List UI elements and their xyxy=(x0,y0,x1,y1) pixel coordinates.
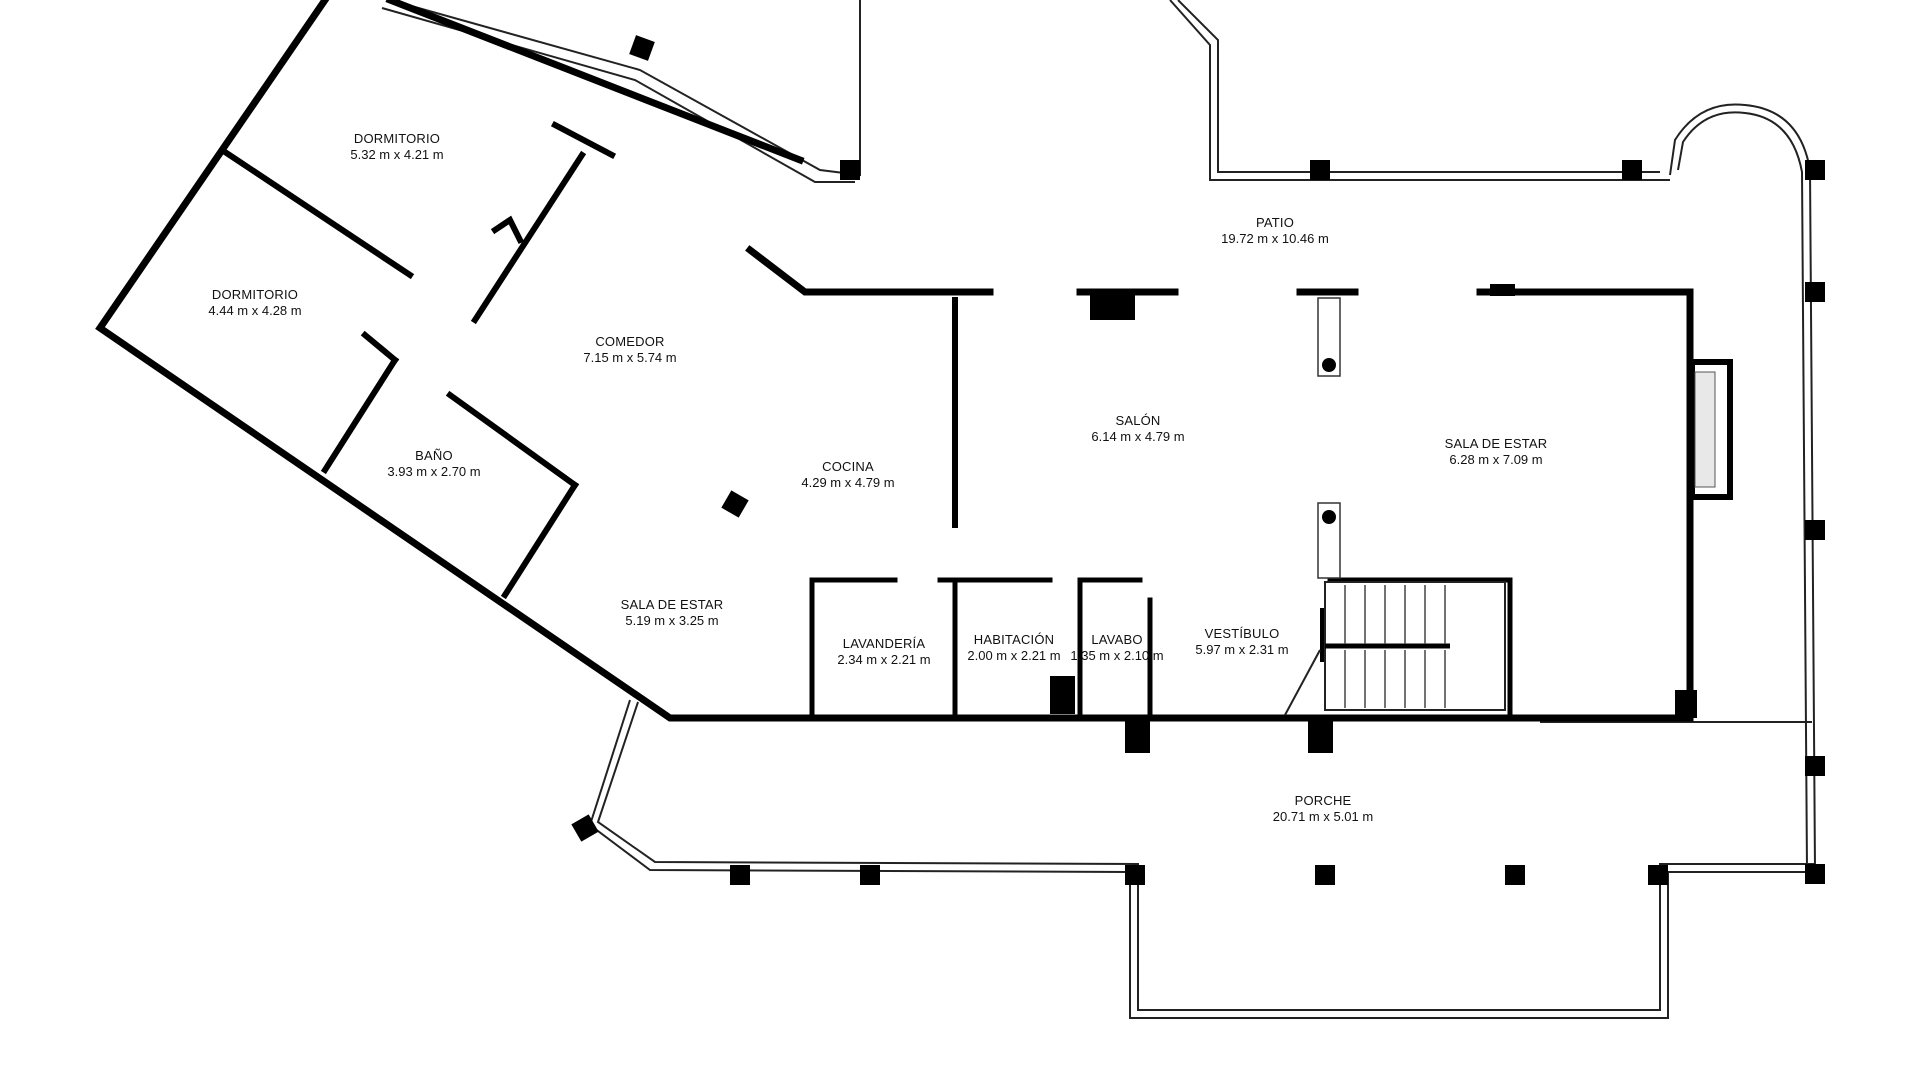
room-dimensions: 3.93 m x 2.70 m xyxy=(387,464,481,479)
room-label-lavabo: LAVABO 1.35 m x 2.10 m xyxy=(1070,632,1163,664)
room-label-salon: SALÓN 6.14 m x 4.79 m xyxy=(1091,413,1184,445)
room-label-cocina: COCINA 4.29 m x 4.79 m xyxy=(801,459,894,491)
room-label-vestibulo: VESTÍBULO 5.97 m x 2.31 m xyxy=(1195,626,1288,658)
room-name: COMEDOR xyxy=(595,334,665,349)
room-dimensions: 6.28 m x 7.09 m xyxy=(1449,452,1543,467)
columns xyxy=(571,35,1825,885)
room-label-porche: PORCHE 20.71 m x 5.01 m xyxy=(1273,793,1373,825)
room-dimensions: 7.15 m x 5.74 m xyxy=(583,350,677,365)
room-name: DORMITORIO xyxy=(211,287,299,302)
room-dimensions: 5.97 m x 2.31 m xyxy=(1195,642,1289,657)
room-name: BAÑO xyxy=(415,448,453,463)
room-dimensions: 6.14 m x 4.79 m xyxy=(1091,429,1185,444)
porch-outline xyxy=(588,699,1815,1019)
room-name: HABITACIÓN xyxy=(973,632,1055,647)
room-dimensions: 5.32 m x 4.21 m xyxy=(350,147,444,162)
room-name: SALA DE ESTAR xyxy=(620,597,724,612)
room-name: COCINA xyxy=(822,459,874,474)
room-dimensions: 19.72 m x 10.46 m xyxy=(1221,231,1329,246)
room-name: LAVANDERÍA xyxy=(842,636,926,651)
room-name: SALA DE ESTAR xyxy=(1444,436,1548,451)
room-dimensions: 20.71 m x 5.01 m xyxy=(1272,809,1374,824)
room-name: SALÓN xyxy=(1115,413,1161,428)
room-label-sala-de-estar-1: SALA DE ESTAR 5.19 m x 3.25 m xyxy=(621,597,724,629)
room-label-dormitorio-1: DORMITORIO 5.32 m x 4.21 m xyxy=(350,131,443,163)
room-label-comedor: COMEDOR 7.15 m x 5.74 m xyxy=(583,334,676,366)
room-dimensions: 1.35 m x 2.10 m xyxy=(1070,648,1164,663)
room-dimensions: 2.00 m x 2.21 m xyxy=(967,648,1061,663)
round-fixtures xyxy=(1317,297,1341,579)
room-dimensions: 2.34 m x 2.21 m xyxy=(837,652,931,667)
room-name: LAVABO xyxy=(1091,632,1143,647)
room-dimensions: 4.29 m x 4.79 m xyxy=(801,475,895,490)
room-name: PORCHE xyxy=(1294,793,1352,808)
interior-walls xyxy=(220,120,1697,718)
room-label-patio: PATIO 19.72 m x 10.46 m xyxy=(1221,215,1329,247)
room-label-lavanderia: LAVANDERÍA 2.34 m x 2.21 m xyxy=(837,636,930,668)
room-name: DORMITORIO xyxy=(353,131,441,146)
room-dimensions: 4.44 m x 4.28 m xyxy=(208,303,302,318)
room-name: PATIO xyxy=(1255,215,1295,230)
staircase xyxy=(1284,581,1506,716)
room-label-habitacion: HABITACIÓN 2.00 m x 2.21 m xyxy=(967,632,1060,664)
exterior-walls xyxy=(95,0,1733,722)
room-label-bano: BAÑO 3.93 m x 2.70 m xyxy=(387,448,480,480)
room-name: VESTÍBULO xyxy=(1204,626,1280,641)
room-label-sala-de-estar-2: SALA DE ESTAR 6.28 m x 7.09 m xyxy=(1445,436,1548,468)
room-dimensions: 5.19 m x 3.25 m xyxy=(625,613,719,628)
room-label-dormitorio-2: DORMITORIO 4.44 m x 4.28 m xyxy=(208,287,301,319)
